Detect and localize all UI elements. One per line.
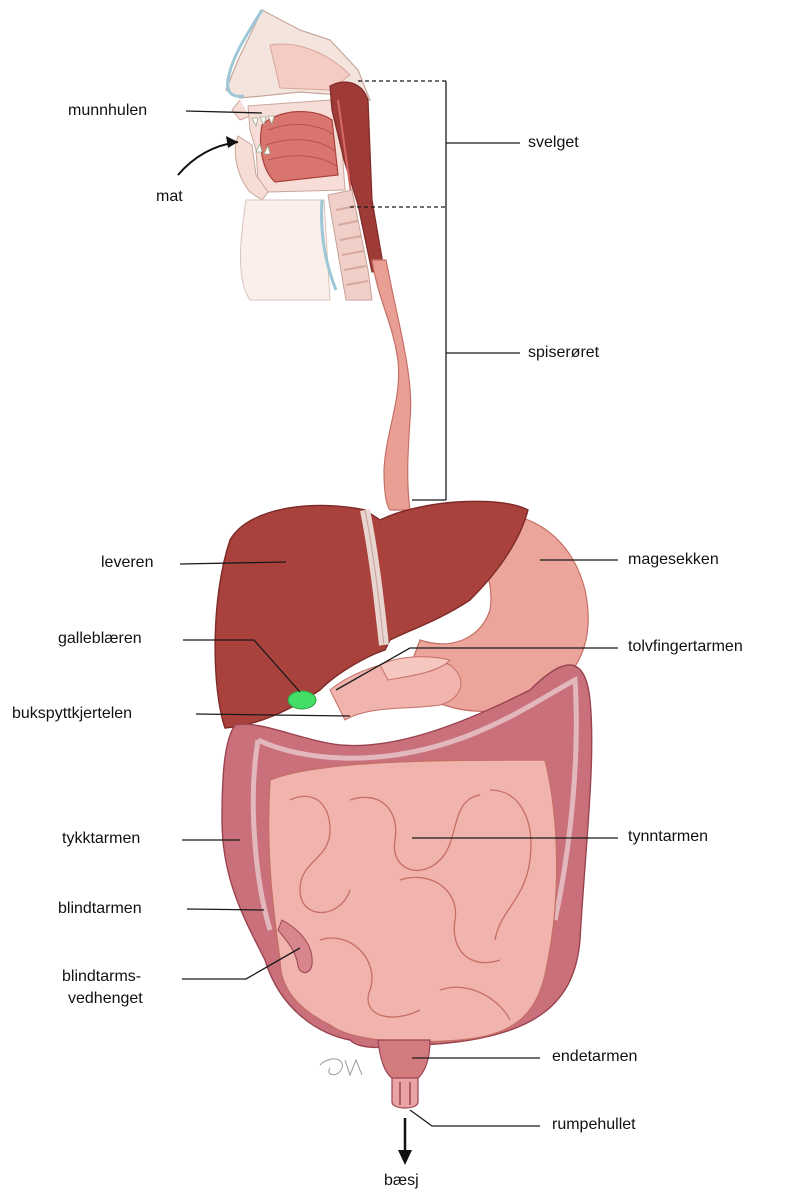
label-tynntarmen: tynntarmen	[628, 828, 709, 845]
liver-shape	[214, 500, 529, 729]
label-mat: mat	[156, 188, 183, 205]
rectum-shape	[377, 1039, 431, 1081]
label-blindtarmsvedhenget-line2: vedhenget	[68, 990, 143, 1007]
label-baesj: bæsj	[384, 1172, 419, 1189]
label-magesekken: magesekken	[628, 551, 719, 568]
leader-lines	[179, 80, 618, 1127]
label-bukspyttkjertelen: bukspyttkjertelen	[12, 705, 133, 722]
anus-shape	[391, 1077, 419, 1109]
label-endetarmen: endetarmen	[552, 1048, 638, 1065]
label-tykktarmen: tykktarmen	[62, 830, 141, 847]
label-svelget: svelget	[528, 134, 579, 151]
label-blindtarmen: blindtarmen	[58, 900, 142, 917]
head-illustration	[225, 9, 385, 301]
artist-signature	[319, 1058, 363, 1077]
appendix-shape	[277, 919, 313, 974]
label-spiseroret: spiserøret	[528, 344, 600, 361]
small-intestine-shape	[268, 759, 558, 1043]
esophagus-shape	[371, 259, 412, 511]
label-tolvfingertarmen: tolvfingertarmen	[628, 638, 743, 655]
label-leveren: leveren	[101, 554, 154, 571]
label-gallebla: galleblæren	[58, 630, 142, 647]
label-munnhulen: munnhulen	[68, 102, 148, 119]
label-rumpehullet: rumpehullet	[552, 1116, 636, 1133]
gallbladder-shape	[287, 690, 317, 710]
label-blindtarmsvedhenget-line1: blindtarms-	[62, 968, 142, 985]
